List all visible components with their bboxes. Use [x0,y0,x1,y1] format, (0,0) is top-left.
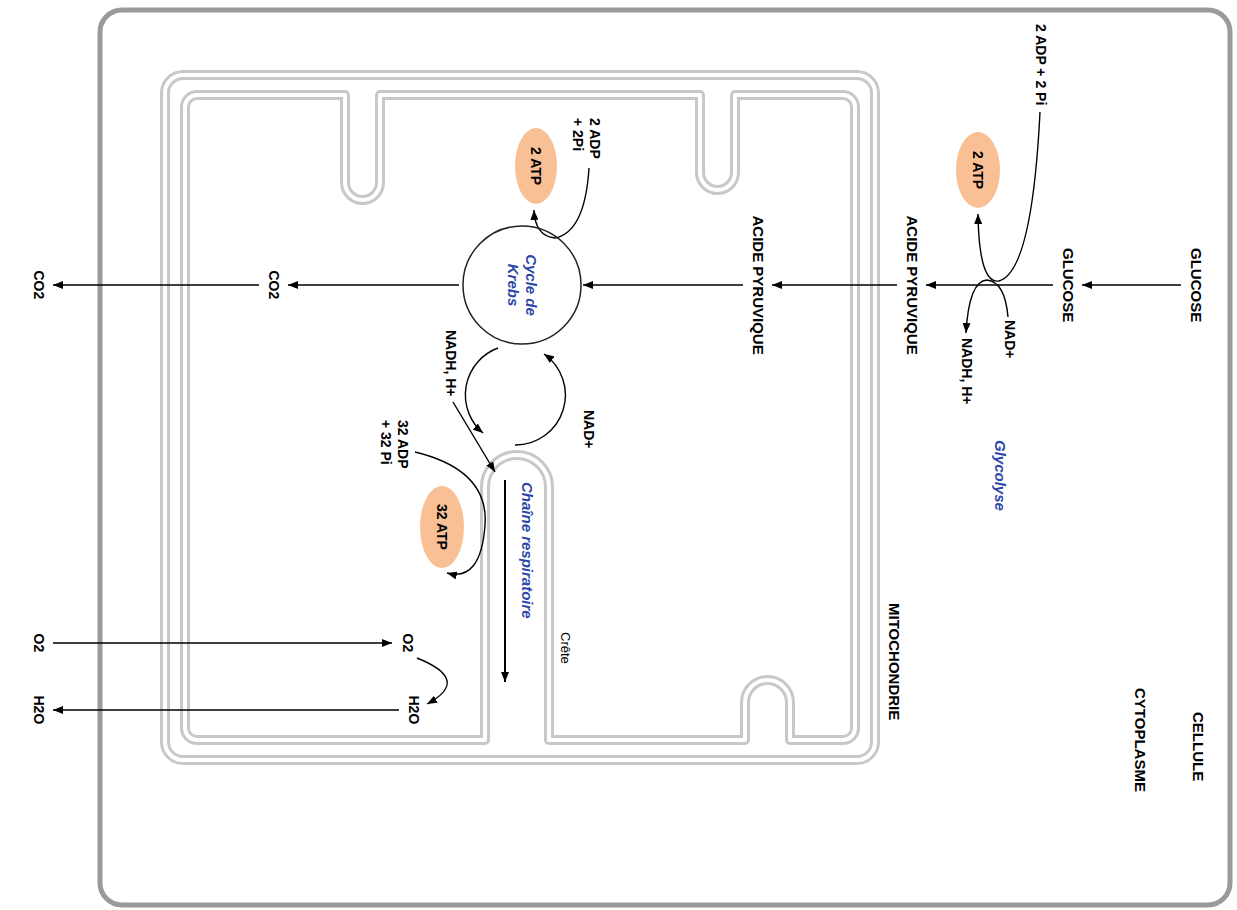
coenzyme-label: NADH, H+ [442,330,459,397]
atp-count: 2 ATP [528,147,545,185]
krebs-circle-line [463,226,581,344]
outer-membrane [165,75,875,760]
atp-ellipse-fill [956,132,1000,208]
pyruvate-transport-arrow [772,284,897,285]
mitochondrion-title: MITOCHONDRIE [885,603,903,720]
h2o-exit-arrow [53,709,399,710]
molecule-label: CO2 [30,271,47,300]
cell-title: CELLULE [1189,712,1207,781]
o2-entry-arrow [53,642,392,643]
pyruvate-krebs-arrow [583,284,743,285]
inner-membrane [185,95,855,740]
molecule-label: CO2 [265,271,282,300]
reactant-label: 32 ADP + 32 Pi [377,420,411,476]
nadh-loop-arrow [465,348,498,433]
glycolysis-nad-arrow [966,280,1008,333]
chain-atp-arrow [415,452,485,574]
cell-outline: CELLULE 2 ATP MITOCHONDRIE 2 ATP Cycle de Kr… [100,10,1230,905]
glycolysis-arrow [926,284,1053,285]
co2-exit-arrow [53,284,259,285]
respiratory-chain-arrow [504,480,506,682]
compartment-label: CYTOPLASME [1131,688,1149,792]
atp-ellipse: 2 ATP [956,132,1000,208]
atp-count: 32 ATP [434,504,451,550]
molecule-label: H2O [405,696,422,725]
cell-membrane [100,10,1230,905]
nad-loop-arrow [515,354,565,445]
atp-count: 2 ATP [970,151,987,189]
atp-ellipse: 32 ATP [420,486,464,568]
pathway-label: Glycolyse [991,440,1009,511]
cell-outline-shape [100,10,1230,905]
coenzyme-label: NAD+ [580,410,597,449]
coenzyme-label: NADH, H+ [958,338,975,405]
molecule-label: H2O [30,696,47,725]
krebs-cycle-circle: Cycle de Krebs [462,225,582,345]
pathway-label: Chaîne respiratoire [518,482,536,619]
nadh-chain-arrow [453,402,495,472]
molecule-label: O2 [30,634,47,653]
mitochondrion-outline: MITOCHONDRIE2 ATPCycle de Krebs32 ATP [165,75,875,760]
atp-ellipse-fill [420,486,464,568]
glucose-entry-arrow [1082,284,1181,285]
atp-ellipse: 2 ATP [515,128,557,204]
outer-membrane-gap [165,75,875,760]
co2-release-arrow [288,284,459,285]
molecule-label: GLUCOSE [1187,248,1205,322]
structure-label: Crête [557,632,573,664]
atp-ellipse-fill [515,128,557,204]
reactant-label: 2 ADP + 2Pi [569,118,603,164]
molecule-label: ACIDE PYRUVIQUE [903,216,921,355]
inner-membrane-gap [185,95,855,740]
molecule-label: O2 [399,634,416,653]
coenzyme-label: NAD+ [1001,320,1018,359]
reactant-label: 2 ADP + 2 Pi [1032,24,1049,105]
krebs-title: Cycle de Krebs [504,245,540,325]
molecule-label: ACIDE PYRUVIQUE [749,216,767,355]
molecule-label: GLUCOSE [1059,248,1077,322]
